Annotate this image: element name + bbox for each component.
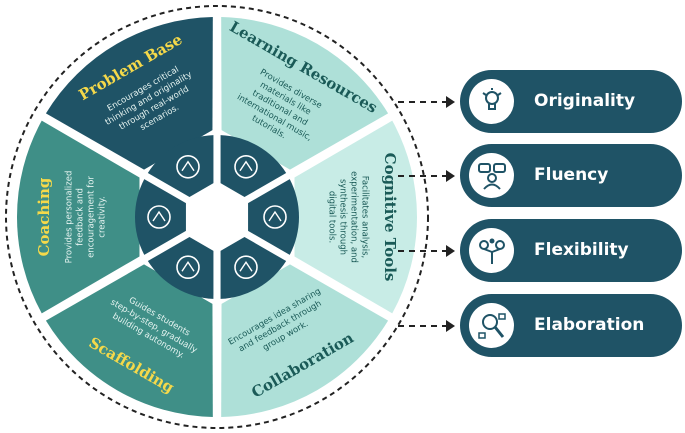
arrow-flexibility — [398, 245, 455, 257]
arrow-elaboration — [398, 320, 455, 332]
segment-shape — [45, 264, 213, 417]
teacher-student-icon — [147, 205, 171, 229]
segment-shape — [16, 120, 140, 314]
center-hexagon — [187, 191, 247, 243]
book-icon — [234, 154, 258, 179]
network-hands-icon — [263, 205, 287, 229]
segment-description: creativity. — [98, 196, 108, 237]
icon-sector — [220, 236, 287, 299]
segment-title: Cognitive Tools — [381, 153, 399, 282]
team-network-icon — [234, 255, 258, 280]
segment-description: encouragement for — [87, 176, 97, 258]
segment-shape — [221, 264, 389, 417]
stairs-climb-icon — [176, 255, 200, 280]
icon-sector — [220, 135, 287, 198]
icon-sector — [134, 179, 186, 255]
gears-branching-icon — [469, 228, 514, 273]
segment-shape — [45, 17, 213, 170]
wheel-segment: Cognitive Tools Facilitates analysis,expe… — [294, 120, 417, 314]
arrow-originality — [398, 96, 455, 108]
segment-shape — [294, 120, 417, 314]
outcome-label: Elaboration — [534, 315, 645, 335]
outcome-elaboration: Elaboration — [460, 294, 682, 357]
outcome-originality: Originality — [460, 70, 682, 133]
segment-description: digital tools. — [327, 191, 337, 243]
icon-sector — [147, 135, 214, 198]
magnifier-network-icon — [469, 303, 514, 348]
dashed-outer-ring — [5, 5, 429, 429]
segment-description: experimentation, and — [349, 171, 359, 263]
arrow-fluency — [398, 170, 455, 182]
thinking-person-icon — [176, 154, 200, 179]
icon-sector — [248, 179, 299, 255]
outcome-label: Flexibility — [534, 240, 629, 260]
outcome-fluency: Fluency — [460, 144, 682, 207]
segment-description: Provides personalized — [65, 171, 75, 264]
segment-shape — [221, 17, 389, 170]
segment-description: Facilitates analysis, — [360, 176, 370, 258]
outcome-label: Fluency — [534, 165, 609, 185]
outcome-label: Originality — [534, 91, 636, 111]
icon-sector — [147, 236, 214, 299]
segment-title: Coaching — [35, 177, 53, 256]
speech-bubbles-person-icon — [469, 153, 514, 198]
lightbulb-head-icon — [469, 79, 514, 124]
segment-description: feedback and — [76, 188, 86, 246]
segment-description: synthesis through — [338, 179, 348, 255]
outcome-flexibility: Flexibility — [460, 219, 682, 282]
